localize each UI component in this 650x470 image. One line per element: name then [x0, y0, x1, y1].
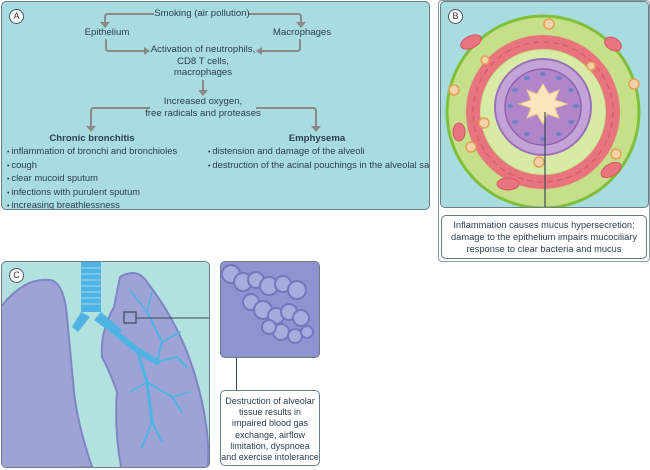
- increased-line: free radicals and proteases: [145, 107, 261, 119]
- callout-line: impaired blood gas: [231, 418, 309, 429]
- arrow-epithelium-activation: [105, 39, 144, 52]
- arrow-macrophages-activation: [262, 39, 301, 52]
- smoking-label: Smoking (air pollution): [154, 8, 250, 19]
- callout-line: response to clear bacteria and mucus: [466, 243, 622, 254]
- callout-line: damage to the epithelium impairs mucocil…: [450, 231, 638, 242]
- list-item: increasing breathlessness: [7, 199, 177, 209]
- list-item: distension and damage of the alveoli: [208, 145, 429, 159]
- increased-text: Increased oxygen, free radicals and prot…: [142, 96, 264, 119]
- activation-line: macrophages: [173, 67, 233, 78]
- blood-vessels: [452, 34, 622, 191]
- panel-c-lungs: C: [1, 261, 210, 468]
- bronchial-tree: [114, 289, 191, 448]
- flow-arrows: [86, 13, 321, 132]
- panel-a-pathogenesis: A Smoking (air pollution) Ep: [1, 1, 430, 210]
- lungs-illustration: [2, 262, 209, 467]
- panel-c-callout: Destruction of alveolar tissue results i…: [220, 390, 320, 466]
- callout-line: Inflammation causes mucus hypersecretion…: [453, 220, 635, 230]
- panel-c-badge: C: [9, 268, 24, 283]
- list-item: destruction of the acinal pouchings in t…: [208, 159, 429, 173]
- alveoli-illustration: [221, 264, 314, 344]
- panel-b-badge: B: [448, 9, 463, 24]
- increased-line: Increased oxygen,: [163, 96, 243, 107]
- callout-line: limitation, dyspnoea: [230, 440, 310, 451]
- activation-line: Activation of neutrophils,: [150, 44, 256, 55]
- macrophages-label: Macrophages: [272, 27, 332, 38]
- list-item: inflammation of bronchi and bronchioles: [7, 145, 177, 159]
- bronchiole-illustration: [445, 14, 641, 207]
- list-item: infections with purulent sputum: [7, 186, 177, 200]
- chronic-bronchitis-title: Chronic bronchitis: [49, 133, 135, 144]
- right-lung: [100, 272, 209, 467]
- epithelium-label: Epithelium: [84, 27, 130, 38]
- airway-lumen: [517, 83, 569, 126]
- list-item: cough: [7, 159, 177, 173]
- callout-line: tissue results in: [238, 407, 302, 418]
- glands: [448, 18, 640, 168]
- chronic-bronchitis-list: inflammation of bronchi and bronchioles …: [7, 145, 177, 209]
- panel-b-bronchiole-cross-section: B: [440, 1, 649, 208]
- smooth-muscle-ring: [466, 35, 620, 189]
- activation-text: Activation of neutrophils, CD8 T cells, …: [142, 44, 264, 79]
- arrow-smoking-epithelium: [104, 13, 154, 22]
- alveoli-inset: [220, 261, 320, 358]
- callout-line: and exercise intolerance: [221, 452, 319, 463]
- left-bronchus: [72, 312, 90, 332]
- emphysema-title: Emphysema: [288, 133, 346, 144]
- callout-line: Destruction of alveolar: [225, 396, 315, 406]
- arrow-to-emphysema: [256, 107, 317, 126]
- panel-b-callout: Inflammation causes mucus hypersecretion…: [441, 215, 647, 259]
- left-lung: [2, 278, 94, 467]
- list-item: clear mucoid sputum: [7, 172, 177, 186]
- arrow-to-chronic-bronchitis: [90, 107, 150, 126]
- callout-line: exchange, airflow: [234, 429, 306, 440]
- activation-line: CD8 T cells,: [177, 55, 229, 67]
- panel-a-badge: A: [9, 9, 24, 24]
- inset-pointer-line: [236, 358, 237, 390]
- right-bronchus: [94, 312, 122, 337]
- arrow-smoking-macrophages: [248, 13, 302, 22]
- emphysema-list: distension and damage of the alveoli des…: [208, 145, 429, 173]
